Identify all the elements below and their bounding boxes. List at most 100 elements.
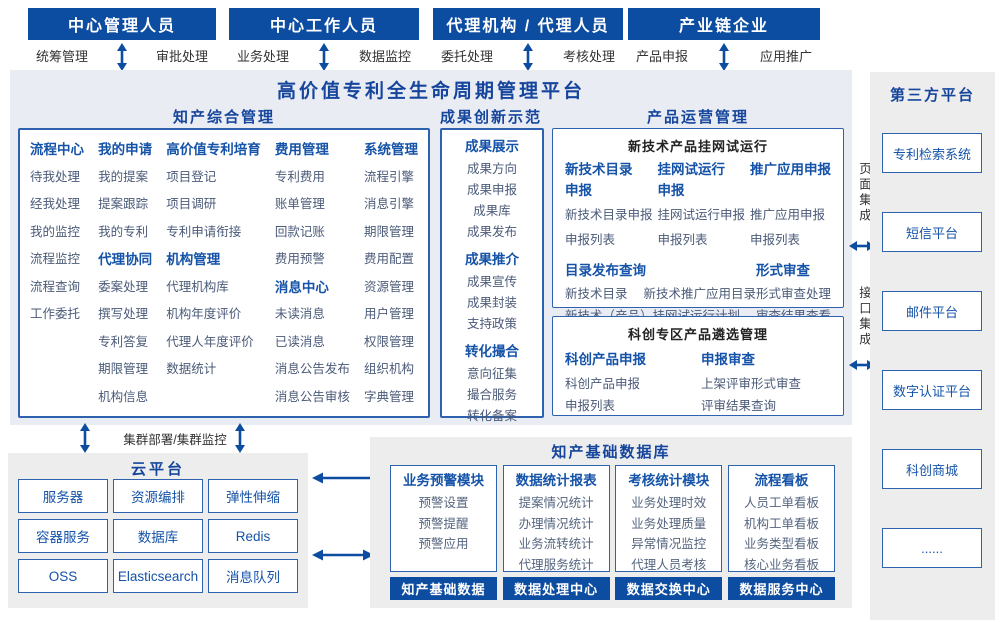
- data-center-bar: 数据服务中心: [727, 577, 835, 600]
- user-group-industry-chain: 产业链企业: [628, 8, 820, 40]
- activity-label: 产品申报: [636, 48, 689, 64]
- menu-item: 成果封装: [466, 296, 517, 310]
- menu-item: 机构信息: [98, 389, 149, 404]
- menu-heading: 费用管理: [274, 142, 329, 157]
- menu-items: 项目登记项目调研专利申请衔接: [166, 164, 261, 247]
- menu-items: 委案处理撰写处理专利答复期限管理机构信息: [98, 274, 152, 412]
- menu-item: 项目调研: [166, 197, 217, 211]
- group-activity-labels: 统筹管理 审批处理: [28, 46, 216, 64]
- left-arrow-icon: [312, 472, 374, 484]
- api-integration-label: 接口集成: [857, 286, 871, 348]
- menu-item: 账单管理: [274, 197, 325, 211]
- third-party-system: 数字认证平台: [882, 370, 982, 410]
- menu-column: 科创产品申报 科创产品申报申报列表: [565, 347, 646, 417]
- module-box-report: 数据统计报表 提案情况统计办理情况统计业务流转统计代理服务统计: [502, 465, 610, 572]
- menu-column: 申报审查 上架评审形式审查评审结果查询: [701, 347, 801, 417]
- section-title-achievement: 成果创新示范: [439, 109, 542, 126]
- menu-item: 办理情况统计: [518, 516, 594, 531]
- menu-heading: 挂网试运行申报: [657, 162, 726, 198]
- group-activity-labels: 业务处理 数据监控: [229, 46, 419, 64]
- menu-column: 系统管理 流程引擎消息引擎期限管理费用配置资源管理用户管理权限管理组织机构字典管…: [364, 136, 418, 410]
- menu-item: 申报列表: [565, 233, 616, 247]
- menu-item: 上架评审形式审查: [700, 377, 801, 391]
- cloud-service: 容器服务: [18, 519, 108, 553]
- activity-label: 委托处理: [441, 48, 494, 64]
- vertical-double-arrow-icon: [319, 43, 329, 71]
- cloud-service: 消息队列: [208, 559, 298, 593]
- menu-item: 成果宣传: [466, 275, 517, 289]
- menu-item: 撰写处理: [98, 307, 149, 321]
- menu-items: 意向征集撮合服务转化备案: [467, 364, 517, 427]
- selection-columns: 科创产品申报 科创产品申报申报列表 申报审查 上架评审形式审查评审结果查询: [553, 343, 843, 417]
- menu-items: 新技术目录新技术推广应用目录: [565, 283, 756, 305]
- menu-item: 代理人年度评价: [166, 334, 254, 349]
- menu-heading: 高价值专利培育: [166, 142, 261, 157]
- menu-items: 代理机构库机构年度评价代理人年度评价数据统计: [166, 274, 261, 384]
- menu-column: 高价值专利培育 项目登记项目调研专利申请衔接 机构管理 代理机构库机构年度评价代…: [166, 136, 261, 410]
- menu-heading: 推广应用申报: [750, 162, 831, 177]
- menu-item: 已读消息: [274, 334, 325, 349]
- third-party-system: ......: [882, 528, 982, 568]
- trial-run-box: 新技术产品挂网试运行 新技术目录申报 新技术目录申报申报列表 挂网试运行申报 挂…: [552, 128, 844, 323]
- menu-item: 挂网试运行申报: [657, 208, 746, 222]
- module-box-alert: 业务预警模块 预警设置预警提醒预警应用: [390, 465, 497, 572]
- menu-item: 业务处理时效: [631, 496, 707, 510]
- menu-column: 挂网试运行申报 挂网试运行申报申报列表: [658, 159, 746, 253]
- menu-items: 成果方向成果申报成果库成果发布: [467, 159, 517, 243]
- menu-heading: 流程中心: [30, 142, 84, 157]
- menu-item: 转化备案: [466, 409, 517, 423]
- menu-items: 专利费用账单管理回款记账费用预警: [275, 164, 350, 274]
- data-center-bar: 数据交换中心: [615, 577, 723, 600]
- third-party-system: 邮件平台: [882, 291, 982, 331]
- activity-label: 业务处理: [237, 48, 290, 64]
- menu-item: 业务类型看板: [743, 537, 819, 551]
- menu-items: 上架评审形式审查评审结果查询: [701, 373, 801, 417]
- menu-column: 新技术目录申报 新技术目录申报申报列表: [565, 159, 653, 253]
- menu-item: 消息公告审核: [274, 389, 350, 404]
- menu-item: 经我处理: [30, 197, 81, 211]
- vertical-double-arrow-icon: [235, 423, 245, 453]
- menu-item: 流程查询: [30, 279, 81, 294]
- menu-items: 新技术目录申报申报列表: [565, 203, 653, 253]
- menu-items: 科创产品申报申报列表: [565, 373, 646, 417]
- cloud-service: 数据库: [113, 519, 203, 553]
- trial-run-subtitle: 新技术产品挂网试运行: [627, 139, 768, 154]
- menu-heading: 成果展示: [465, 139, 519, 154]
- menu-item: 项目登记: [166, 169, 217, 184]
- menu-item: 提案情况统计: [518, 496, 594, 510]
- menu-heading: 机构管理: [166, 252, 221, 267]
- menu-item: 代理机构库: [166, 279, 229, 294]
- group-activity-labels: 委托处理 考核处理: [433, 46, 623, 64]
- menu-item: 专利申请衔接: [166, 224, 242, 239]
- menu-column: 流程中心 待我处理经我处理我的监控流程监控流程查询工作委托: [30, 136, 84, 410]
- menu-heading: 消息中心: [274, 279, 329, 295]
- menu-heading: 转化撮合: [465, 344, 519, 359]
- cloud-service: 资源编排: [113, 479, 203, 513]
- menu-item: 推广应用申报: [750, 208, 826, 222]
- user-group-agency: 代理机构 / 代理人员: [433, 8, 623, 40]
- menu-items: 流程引擎消息引擎期限管理费用配置资源管理用户管理权限管理组织机构字典管理: [364, 164, 418, 412]
- menu-item: 新技术推广应用目录: [643, 287, 757, 301]
- menu-heading: 考核统计模块: [628, 473, 710, 488]
- cloud-service: Redis: [208, 519, 298, 553]
- menu-item: 期限管理: [363, 224, 414, 239]
- menu-heading: 新技术目录申报: [565, 162, 633, 198]
- menu-column: 推广应用申报 推广应用申报申报列表: [750, 159, 831, 253]
- menu-item: 消息公告发布: [274, 362, 350, 376]
- menu-item: 委案处理: [98, 279, 149, 294]
- menu-item: 异常情况监控: [631, 537, 707, 551]
- menu-item: 代理人员考核: [631, 557, 707, 572]
- menu-item: 提案跟踪: [98, 197, 149, 211]
- menu-items: 成果宣传成果封装支持政策: [467, 272, 517, 335]
- menu-heading: 流程看板: [754, 473, 809, 488]
- menu-items: 挂网试运行申报申报列表: [658, 203, 746, 253]
- menu-item: 新技术目录申报: [565, 208, 653, 222]
- menu-item: 成果申报: [466, 183, 517, 197]
- data-platform-title: 知产基础数据库: [551, 444, 671, 461]
- menu-item: 预警应用: [418, 537, 469, 551]
- activity-label: 统筹管理: [36, 48, 89, 64]
- vertical-double-arrow-icon: [523, 43, 533, 71]
- menu-item: 成果发布: [466, 225, 517, 239]
- data-platform-bars: 知产基础数据数据处理中心数据交换中心数据服务中心: [390, 577, 835, 600]
- menu-item: 工作委托: [30, 307, 81, 321]
